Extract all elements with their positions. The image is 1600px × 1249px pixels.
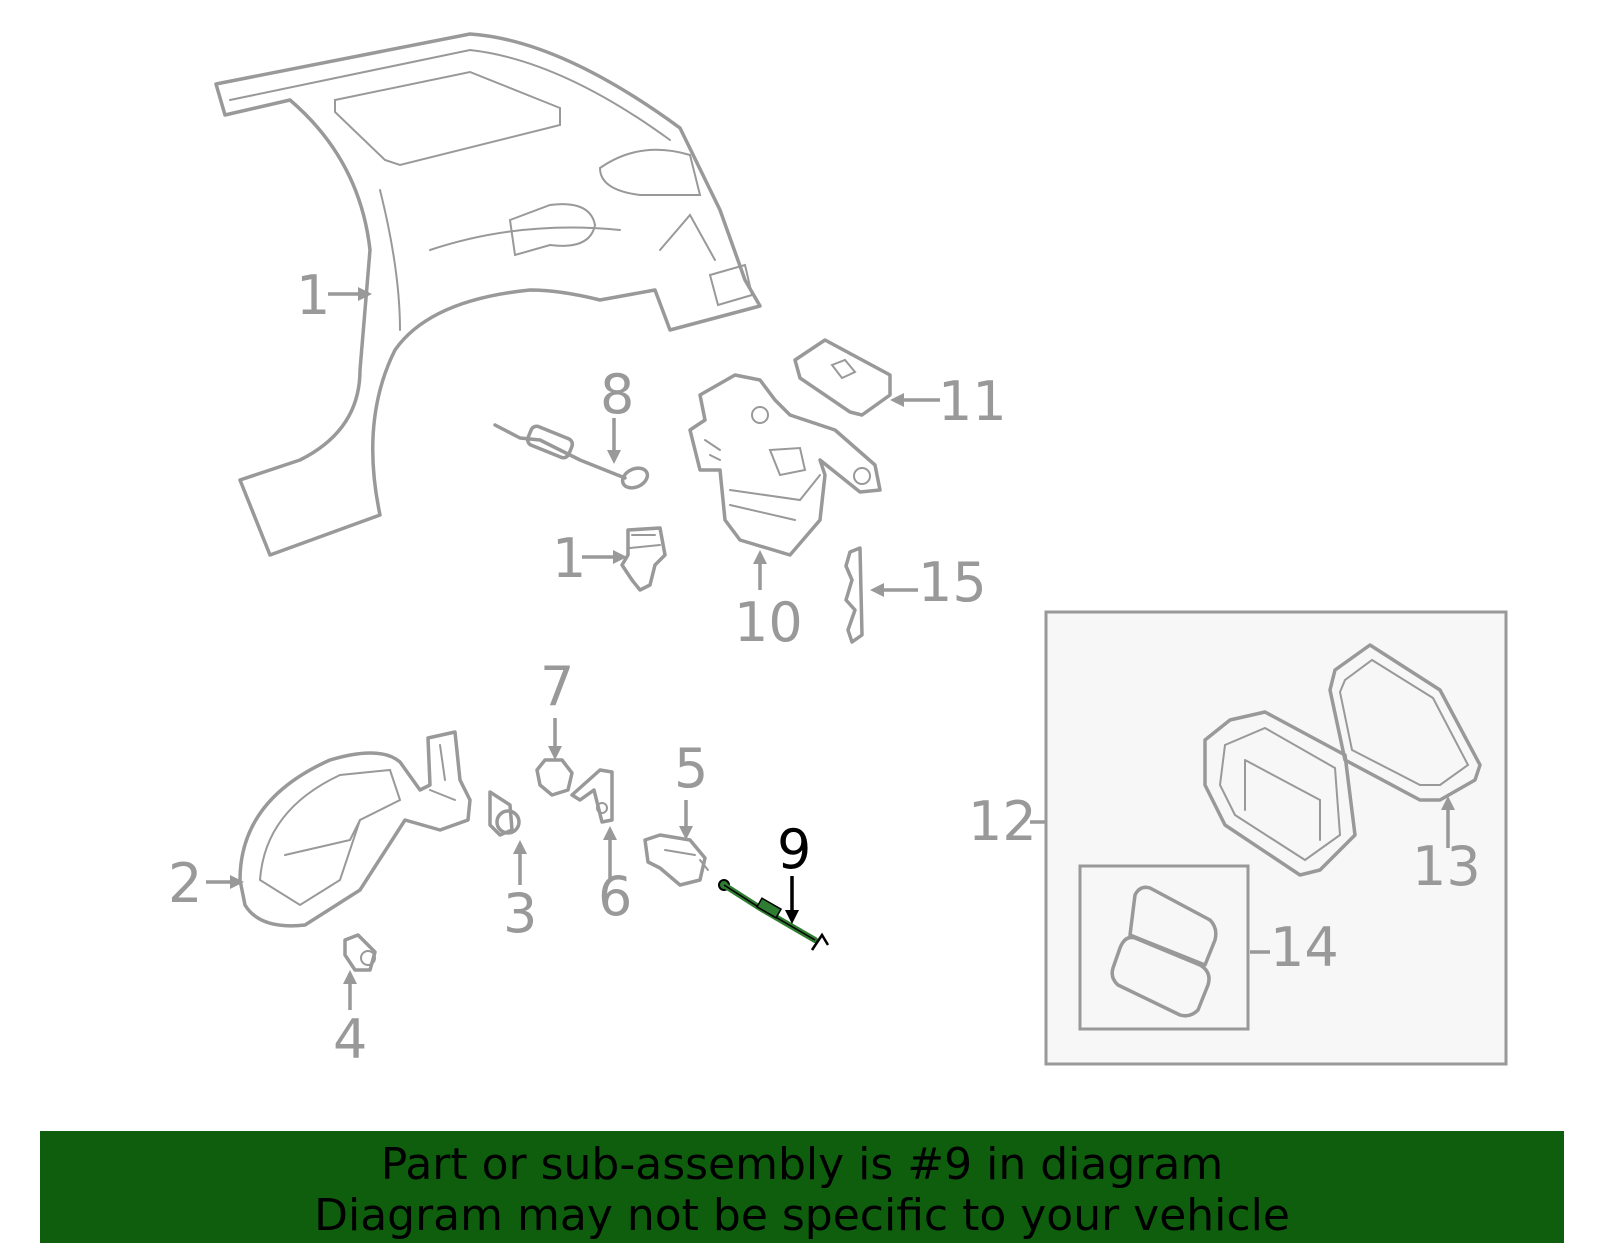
callout-label-11: 11 — [938, 370, 1007, 433]
seal-strip-part[interactable] — [844, 546, 864, 644]
release-cable-part[interactable] — [493, 423, 651, 491]
callout-label-2: 2 — [168, 852, 202, 915]
actuator-part[interactable] — [643, 833, 709, 887]
housing-seal-part[interactable] — [1203, 710, 1357, 877]
spring-bracket-part[interactable] — [570, 768, 614, 824]
callout-label-14: 14 — [1270, 916, 1339, 979]
bumper-part[interactable] — [343, 933, 377, 972]
callout-label-3: 3 — [503, 882, 537, 945]
banner-line-part-number: Part or sub-assembly is #9 in diagram — [380, 1139, 1224, 1190]
leader-arrows — [206, 287, 1455, 1010]
filler-housing-part[interactable] — [688, 373, 882, 557]
retainer-clip-part[interactable] — [620, 526, 667, 592]
callout-label-4: 4 — [333, 1008, 367, 1071]
highlighted-cable-part[interactable] — [718, 879, 830, 951]
callout-label-5: 5 — [674, 737, 708, 800]
nut-part[interactable] — [535, 758, 574, 797]
callout-label-1-panel: 1 — [296, 264, 330, 327]
callout-label-1-clip: 1 — [552, 527, 586, 590]
callout-label-6: 6 — [598, 865, 632, 928]
mounting-plate-part[interactable] — [793, 338, 892, 417]
callout-label-13: 13 — [1412, 835, 1481, 898]
gasket-part[interactable] — [1328, 643, 1482, 802]
callout-label-10: 10 — [734, 591, 803, 654]
seal-pieces-part[interactable] — [1110, 885, 1218, 1018]
callout-label-7: 7 — [540, 655, 574, 718]
callout-label-12: 12 — [968, 790, 1037, 853]
banner-line-disclaimer: Diagram may not be specific to your vehi… — [314, 1190, 1290, 1241]
info-banner: Part or sub-assembly is #9 in diagram Di… — [40, 1131, 1564, 1243]
callout-label-15: 15 — [918, 551, 987, 614]
fuel-door-part[interactable] — [238, 730, 472, 928]
quarter-panel-part[interactable] — [214, 32, 762, 557]
callout-label-9: 9 — [777, 818, 811, 881]
callout-label-8: 8 — [600, 363, 634, 426]
bolt-part[interactable] — [488, 790, 521, 837]
callout-labels: 1 8 11 1 15 10 7 5 12 9 2 6 3 13 14 4 — [168, 264, 1481, 1071]
